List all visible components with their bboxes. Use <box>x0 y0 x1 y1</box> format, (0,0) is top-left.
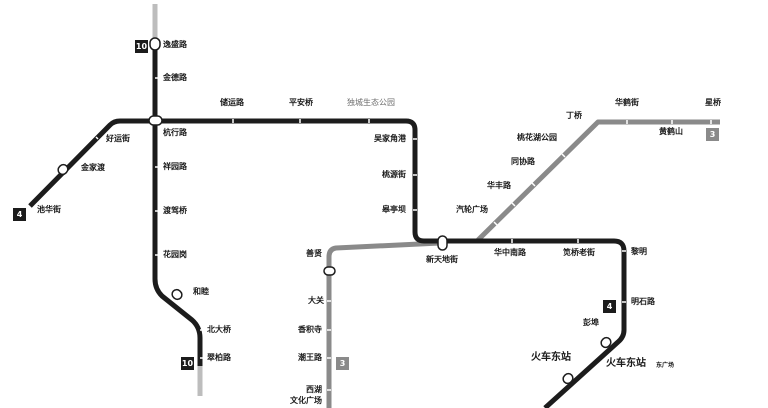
station-huangheshan: 黄鹤山 <box>659 127 683 136</box>
station-pinganqiao: 平安桥 <box>289 98 313 107</box>
station-xiangyuanlu: 祥园路 <box>163 162 187 171</box>
station-dongguangchang: 东广场 <box>656 362 675 369</box>
station-huazhongnanlu: 华中南路 <box>494 248 526 257</box>
station-chaowanglu: 潮王路 <box>298 353 322 362</box>
station-jindelu: 金德路 <box>163 73 187 82</box>
interchange-hemu <box>171 288 183 301</box>
station-huochedongzhan-east: 火车东站 <box>606 358 646 369</box>
line3-badge-bottom: 3 <box>336 357 349 370</box>
station-hemu: 和睦 <box>193 287 209 296</box>
station-huahejie: 华鹤街 <box>615 98 639 107</box>
station-xintiandijie: 新天地街 <box>426 255 458 264</box>
station-shanxian: 善贤 <box>306 249 322 258</box>
line3-southwest <box>326 240 441 408</box>
station-dujiaqiao: 渡驾桥 <box>163 206 187 215</box>
station-cuibailu: 翠柏路 <box>207 353 231 362</box>
station-tongxielu: 同协路 <box>511 157 535 166</box>
interchange-hangxinglu <box>148 115 163 126</box>
station-ducheng-park: 独城生态公园 <box>347 98 395 107</box>
station-taohuahu-park: 桃花湖公园 <box>517 133 557 142</box>
station-xiangjisi: 香积寺 <box>298 325 322 334</box>
station-yishenglu: 逸盛路 <box>163 40 187 49</box>
interchange-jinjiadu <box>57 163 69 176</box>
station-beidaqiao: 北大桥 <box>207 325 231 334</box>
line10-main <box>152 42 203 366</box>
station-liming: 黎明 <box>631 247 647 256</box>
line3-northeast <box>476 119 720 242</box>
station-mingshilu: 明石路 <box>631 297 655 306</box>
line4-main <box>28 118 627 408</box>
station-xiaoqiaolaojie: 笕桥老街 <box>563 248 595 257</box>
interchange-xintiandijie <box>437 235 448 251</box>
interchange-markers <box>57 37 612 385</box>
interchange-yishenglu <box>149 37 161 51</box>
station-huochedongzhan: 火车东站 <box>531 352 571 363</box>
station-wujiajiaogang: 吴家角港 <box>374 134 406 143</box>
station-dingqiao: 丁桥 <box>566 111 582 120</box>
line3-badge-top-right: 3 <box>706 128 719 141</box>
line4-badge-left: 4 <box>13 208 26 221</box>
station-jinjiadu: 金家渡 <box>81 163 105 172</box>
station-daguan: 大关 <box>308 296 324 305</box>
station-hangxinglu: 杭行路 <box>163 128 187 137</box>
line10-badge-top: 10 <box>135 40 148 53</box>
station-haoyunjie: 好运街 <box>106 134 130 143</box>
station-qichegongchang: 汽轮广场 <box>456 205 488 214</box>
station-chuyunlu: 储运路 <box>220 98 244 107</box>
station-pengbu: 彭埠 <box>583 318 599 327</box>
station-xihu-culture-1: 西湖 <box>306 385 322 394</box>
station-chihuajie: 池华街 <box>37 205 61 214</box>
line10-badge-bottom: 10 <box>181 357 194 370</box>
station-gaotingba: 皋亭坝 <box>382 205 406 214</box>
station-taoyuanjie: 桃源街 <box>382 170 406 179</box>
station-ticks <box>95 77 712 391</box>
interchange-pengbu <box>600 336 612 349</box>
interchange-shanxian <box>323 266 336 276</box>
line4-badge-right: 4 <box>603 300 616 313</box>
station-huayuangang: 花园岗 <box>163 250 187 259</box>
station-xingqiao: 星桥 <box>705 98 721 107</box>
interchange-huochedongzhan <box>562 372 574 385</box>
station-xihu-culture-2: 文化广场 <box>290 396 322 405</box>
station-huafenglu: 华丰路 <box>487 181 511 190</box>
